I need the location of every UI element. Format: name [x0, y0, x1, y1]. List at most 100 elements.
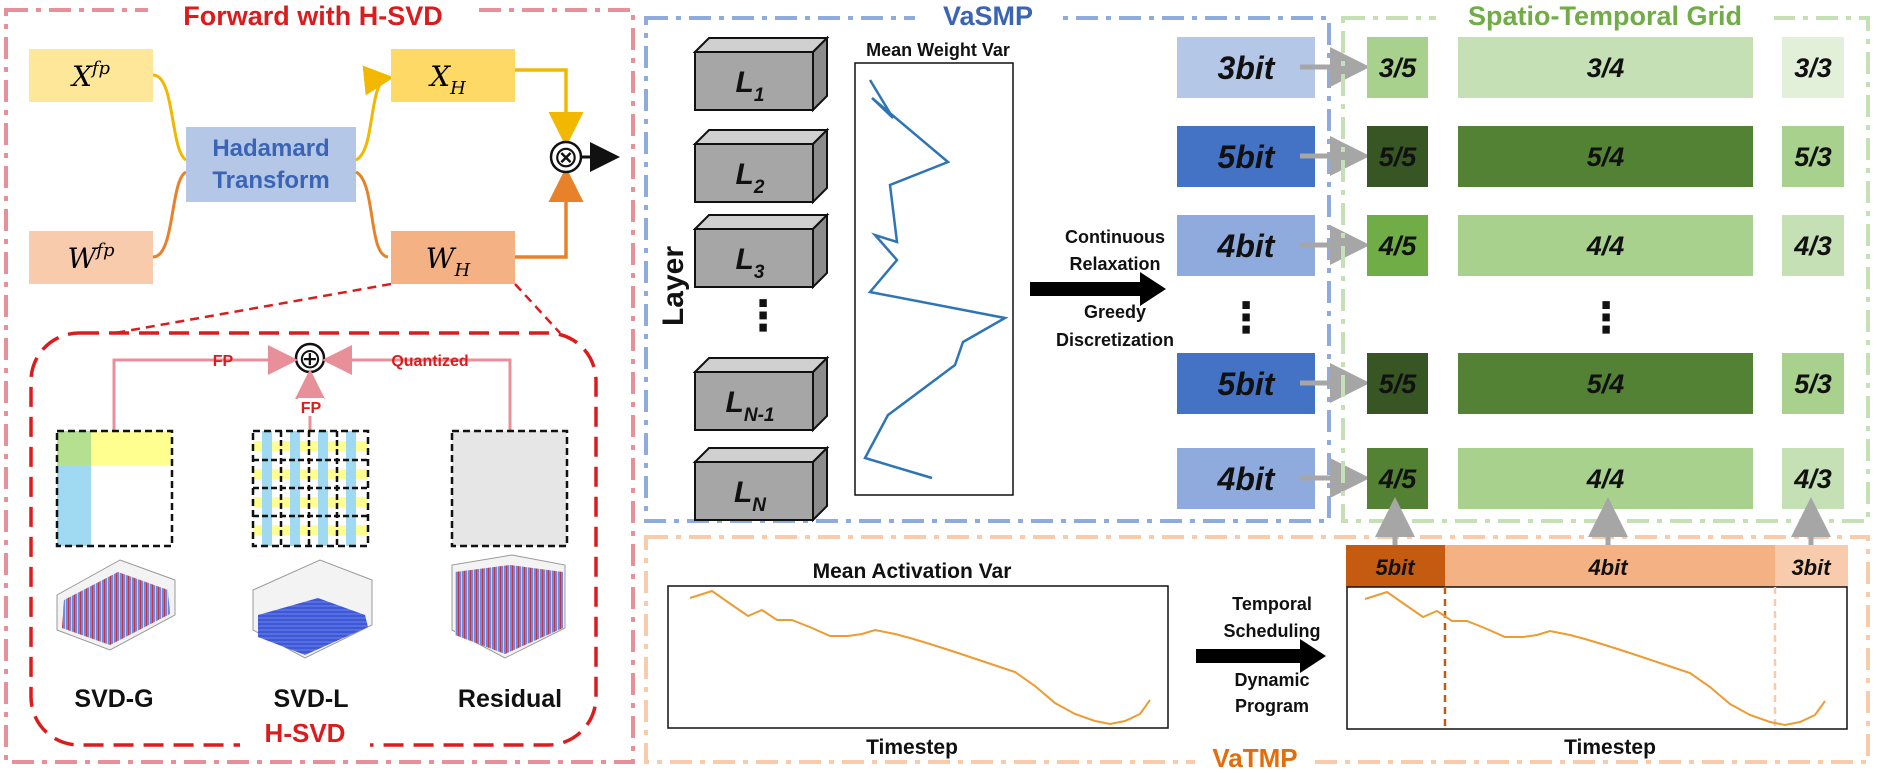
- grid-cell-r4-c2: [1458, 353, 1753, 414]
- residual-matrix: [450, 429, 569, 548]
- grid-ellipsis: ⋮: [1585, 293, 1627, 342]
- temporal-chart-frame: [1346, 586, 1848, 730]
- bit-block-4: [1177, 353, 1315, 414]
- hsvd-panel-title: Forward with H-SVD: [183, 1, 443, 31]
- vatmp-title: VaTMP: [1212, 743, 1297, 773]
- grid-cell-label-r3-c3: 4/3: [1793, 231, 1832, 261]
- xfp-connector: [152, 73, 188, 162]
- grid-cell-r2-c1: [1367, 126, 1428, 187]
- residual-label: Residual: [458, 685, 562, 713]
- residual-surface-plot: [451, 554, 566, 659]
- activation-chart-frame: [667, 585, 1169, 729]
- temporal-activation-line: [1364, 590, 1826, 727]
- grid-cell-label-r4-c3: 5/3: [1794, 369, 1832, 399]
- grid-cell-r1-c3: [1782, 37, 1844, 98]
- sched-label-2: Scheduling: [1223, 621, 1320, 641]
- relax-label-2: Relaxation: [1069, 254, 1160, 274]
- svd-g-surface-plot: [56, 559, 176, 651]
- fp-mid-label: FP: [301, 400, 322, 417]
- svd-g-label: SVD-G: [74, 685, 153, 713]
- multiply-glyph: ⊗: [553, 140, 578, 175]
- layer-block-4: LN-1: [692, 355, 830, 433]
- quantized-label: Quantized: [391, 353, 468, 370]
- weight-var-line: [863, 79, 1009, 480]
- hadamard-label-1: Hadamard: [212, 135, 329, 162]
- layer-label-4: LN-1: [726, 386, 775, 426]
- svd-l-label: SVD-L: [274, 685, 349, 713]
- temporal-xlabel: Timestep: [1564, 736, 1656, 759]
- grid-cell-label-r2-c2: 5/4: [1587, 142, 1625, 172]
- layer-label-1: L1: [736, 66, 765, 106]
- greedy-label-2: Discretization: [1056, 330, 1174, 350]
- bit-ellipsis: ⋮: [1225, 293, 1267, 342]
- fp-left-arrow: [112, 345, 298, 430]
- xh-box: [391, 49, 515, 102]
- wh-label: WH: [426, 242, 471, 281]
- grid-cell-r3-c1: [1367, 215, 1428, 276]
- quantized-arrow: [322, 345, 512, 430]
- temporal-bit-5: [1346, 545, 1445, 587]
- grid-cell-r4-c1: [1367, 353, 1428, 414]
- schedule-arrow: [1196, 639, 1326, 673]
- bit-block-2: [1177, 126, 1315, 187]
- grid-cell-label-r5-c2: 4/4: [1586, 464, 1625, 494]
- grid-cell-r3-c2: [1458, 215, 1753, 276]
- svd-g-matrix: [55, 429, 174, 548]
- hsvd-inner-title: H-SVD: [265, 718, 346, 748]
- bit-label-3: 4bit: [1217, 228, 1276, 264]
- activation-xlabel: Timestep: [866, 736, 958, 759]
- xh-label: XH: [428, 60, 466, 99]
- grid-cell-r1-c1: [1367, 37, 1428, 98]
- hadamard-label-2: Transform: [212, 167, 329, 194]
- dp-label-1: Dynamic: [1234, 670, 1309, 690]
- layer-block-3: L3: [692, 212, 830, 290]
- grid-cell-label-r5-c3: 4/3: [1793, 464, 1832, 494]
- grid-cell-label-r4-c1: 5/5: [1379, 369, 1418, 399]
- grid-cell-r4-c3: [1782, 353, 1844, 414]
- xfp-label: Xfp: [70, 58, 111, 93]
- wh-to-mult-arrow: [515, 167, 584, 259]
- temporal-bit-4: [1445, 545, 1775, 587]
- bit-block-1: [1177, 37, 1315, 98]
- zoom-line-left: [114, 282, 392, 335]
- grid-cell-label-r1-c2: 3/4: [1587, 53, 1625, 83]
- wfp-box: [29, 231, 153, 284]
- wfp-connector: [152, 170, 188, 259]
- grid-cell-label-r2-c3: 5/3: [1794, 142, 1832, 172]
- grid-cell-r2-c2: [1458, 126, 1753, 187]
- layer-label-2: L2: [736, 158, 765, 198]
- wh-box: [391, 231, 515, 284]
- layer-axis-label: Layer: [657, 246, 690, 326]
- temporal-bit-5-label: 5bit: [1375, 555, 1416, 580]
- temporal-bit-3: [1775, 545, 1848, 587]
- bit-label-2: 5bit: [1218, 139, 1276, 175]
- grid-cell-label-r1-c3: 3/3: [1794, 53, 1832, 83]
- relax-arrow: [1030, 272, 1166, 306]
- layer-block-2: L2: [692, 127, 830, 205]
- hadamard-box: [186, 127, 356, 202]
- fp-left-label: FP: [213, 353, 234, 370]
- grid-cell-label-r2-c1: 5/5: [1379, 142, 1418, 172]
- temporal-bit-4-label: 4bit: [1587, 555, 1629, 580]
- layer-block-5: LN: [692, 445, 830, 523]
- greedy-label-1: Greedy: [1084, 302, 1146, 322]
- relax-label-1: Continuous: [1065, 227, 1165, 247]
- svd-l-matrix: [251, 429, 370, 548]
- bit-block-5: [1177, 448, 1315, 509]
- grid-cell-r3-c3: [1782, 215, 1844, 276]
- vasmp-panel-border: [644, 16, 1331, 523]
- layer-label-5: LN: [734, 476, 767, 516]
- bit-label-5: 4bit: [1217, 461, 1276, 497]
- grid-title: Spatio-Temporal Grid: [1468, 1, 1742, 31]
- xfp-box: [29, 49, 153, 102]
- wh-connector: [355, 170, 389, 259]
- grid-cell-label-r3-c2: 4/4: [1586, 231, 1625, 261]
- vatmp-panel-border: [644, 535, 1870, 764]
- zoom-line-right: [514, 283, 561, 334]
- grid-cell-label-r5-c1: 4/5: [1378, 464, 1418, 494]
- wfp-label: Wfp: [68, 240, 115, 275]
